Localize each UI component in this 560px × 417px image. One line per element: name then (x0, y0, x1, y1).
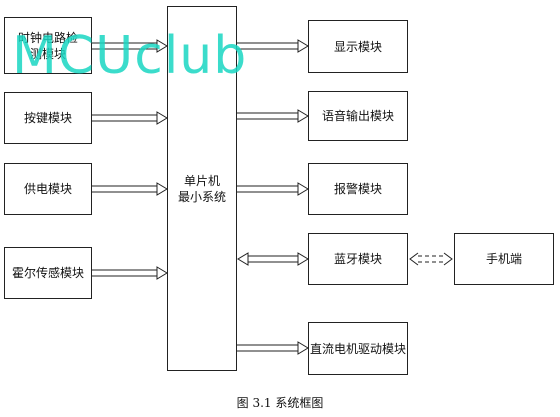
display-module-label: 显示模块 (333, 39, 382, 54)
key-module-label: 按键模块 (23, 111, 72, 125)
phone-terminal: 手机端 (454, 233, 554, 285)
arrowheads-bluetooth-phone (409, 252, 453, 266)
voice-output-module: 语音输出模块 (308, 91, 408, 141)
power-module-label: 供电模块 (23, 182, 72, 196)
hall-sensor-module-label: 霍尔传感模块 (11, 266, 84, 280)
arrow-keys-to-mcu (92, 111, 168, 125)
mcu-label-line2: 最小系统 (177, 189, 226, 204)
arrow-power-to-mcu (92, 182, 168, 196)
bluetooth-module-label: 蓝牙模块 (333, 252, 382, 266)
bluetooth-module: 蓝牙模块 (308, 233, 408, 285)
key-module: 按键模块 (4, 92, 92, 144)
arrow-hall-to-mcu (92, 266, 168, 280)
power-module: 供电模块 (4, 163, 92, 215)
arrow-time-to-mcu (92, 39, 168, 53)
display-module: 显示模块 (308, 20, 408, 73)
figure-caption: 图 3.1 系统框图 (236, 396, 324, 410)
dc-motor-driver-module-label: 直流电机驱动模块 (309, 341, 406, 356)
arrow-mcu-to-display (237, 39, 309, 53)
time-detection-module: 时钟电路检测模块 (4, 17, 92, 74)
alarm-module-label: 报警模块 (333, 182, 382, 196)
time-detection-module-label: 时钟电路检测模块 (17, 30, 78, 61)
arrow-mcu-to-voice (237, 109, 309, 123)
voice-output-module-label: 语音输出模块 (321, 109, 394, 123)
arrow-mcu-to-alarm (237, 182, 309, 196)
mcu-minimum-system: 单片机 最小系统 (167, 6, 237, 371)
hall-sensor-module: 霍尔传感模块 (4, 247, 92, 299)
arrow-mcu-to-motor (237, 341, 309, 355)
phone-terminal-label: 手机端 (485, 252, 522, 266)
dc-motor-driver-module: 直流电机驱动模块 (308, 322, 408, 375)
alarm-module: 报警模块 (308, 163, 408, 215)
arrow-bluetooth-phone-wireless (418, 255, 444, 263)
watermark-logo: MCUclub (12, 26, 248, 86)
mcu-label-line1: 单片机 (183, 173, 220, 188)
arrow-mcu-bluetooth-bidirectional (237, 252, 309, 266)
